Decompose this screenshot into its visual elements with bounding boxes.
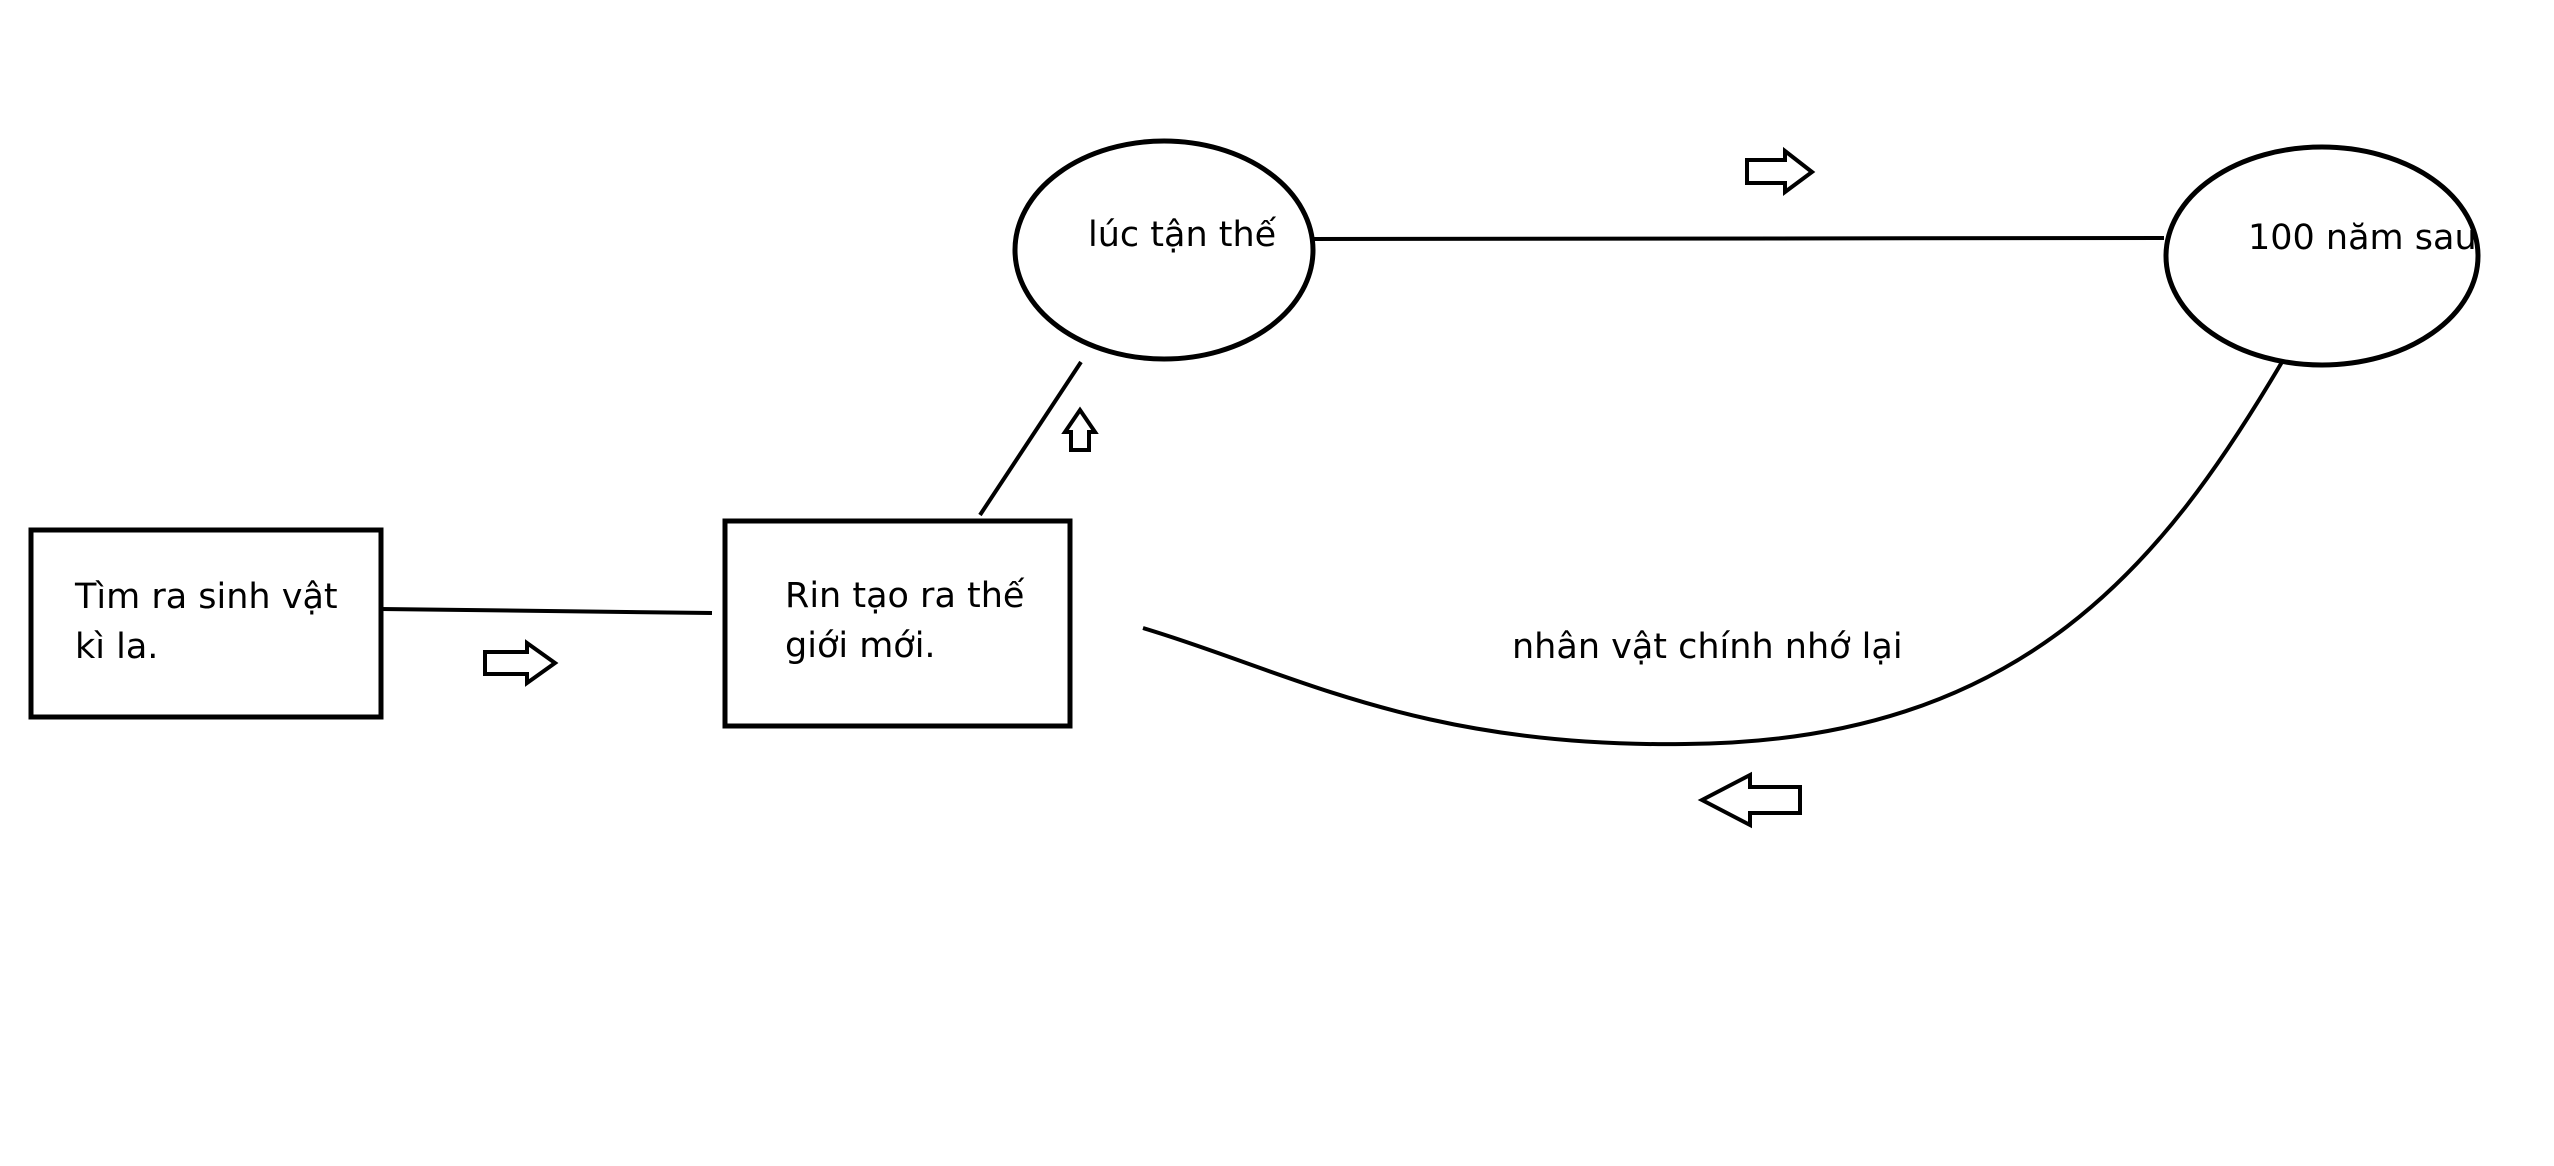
arrow-right-icon — [1745, 146, 1816, 196]
connector-rin-to-end-times — [978, 360, 1083, 517]
node-find-creature-label: Tìm ra sinh vật kì la. — [74, 577, 349, 667]
arrow-up-icon — [1061, 406, 1099, 452]
node-rin-creates-label-line-2: giới mới. — [785, 626, 936, 666]
node-rin-creates — [722, 518, 1073, 729]
node-hundred-years-label: 100 năm sau — [2248, 218, 2477, 258]
edge-label-recall: nhân vật chính nhớ lại — [1512, 627, 1903, 667]
node-find-creature — [28, 527, 384, 720]
node-find-creature-label-line-2: kì la. — [75, 627, 158, 667]
node-end-times-label: lúc tận thế — [1088, 215, 1277, 255]
connector-end-times-to-hundred-years — [1311, 236, 2165, 241]
arrow-left-icon — [1697, 771, 1802, 829]
arrow-right-icon — [483, 639, 559, 687]
node-rin-creates-label-line-1: Rin tạo ra thế — [785, 576, 1025, 616]
connector-hundred-years-to-rin — [1142, 360, 2284, 747]
connector-find-to-rin — [379, 607, 713, 615]
node-hundred-years — [2163, 144, 2481, 368]
node-rin-creates-label: Rin tạo ra thế giới mới. — [785, 576, 1036, 666]
node-find-creature-label-line-1: Tìm ra sinh vật — [74, 577, 338, 617]
node-end-times — [1012, 138, 1316, 362]
